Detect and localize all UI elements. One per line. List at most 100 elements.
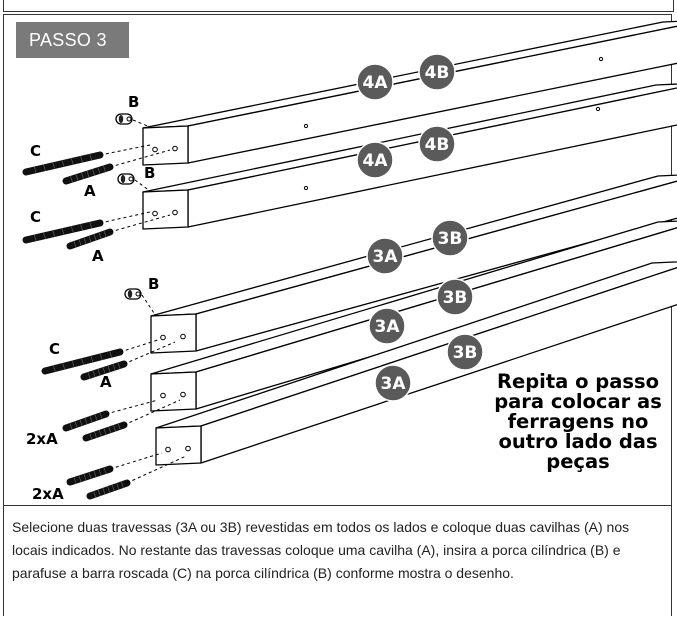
badge-circle [374, 364, 412, 402]
guide-line [105, 399, 159, 415]
dowel-hole [160, 392, 166, 399]
thread-mark [78, 239, 82, 246]
board-end-face [142, 125, 189, 166]
part-label-2xa: 2xA [32, 485, 64, 503]
badge-circle [368, 307, 406, 345]
badge-text: 3B [443, 288, 468, 308]
dowel-a [66, 228, 114, 250]
cylinder-nut [115, 113, 133, 125]
thread-mark [92, 169, 95, 176]
thread-mark [117, 362, 121, 369]
thread-mark [83, 473, 87, 481]
board-3a-1 [150, 174, 677, 354]
thread-mark [81, 358, 84, 365]
thread-mark [33, 234, 37, 242]
part-badge-3b: 3B [436, 278, 474, 316]
threaded-rod-c [22, 151, 104, 176]
thread-mark [80, 224, 83, 231]
nut-slot [118, 115, 124, 123]
thread-mark [113, 425, 116, 432]
thread-mark [107, 365, 111, 373]
thread-mark [102, 367, 106, 374]
thread-mark [89, 153, 93, 161]
thread-mark [97, 167, 101, 174]
part-badge-4b: 4B [418, 125, 456, 163]
guide-line [141, 294, 157, 317]
thread-mark [61, 228, 65, 235]
thread-mark [43, 232, 46, 239]
thread-mark [103, 165, 106, 172]
thread-mark [97, 368, 101, 376]
hardware-group [22, 113, 187, 500]
badge-text: 4A [363, 73, 389, 93]
step-description: Selecione duas travessas (3A ou 3B) reve… [12, 519, 630, 581]
thread-mark [98, 469, 102, 476]
cylinder-nut [124, 288, 142, 300]
top-hole [598, 56, 604, 62]
thread-mark [116, 483, 120, 490]
thread-mark [93, 470, 97, 478]
thread-mark [103, 428, 107, 435]
thread-mark [93, 234, 97, 241]
thread-mark [89, 433, 93, 440]
thread-mark [52, 162, 56, 169]
guide-line [109, 214, 171, 233]
repeat-note: Repita o passo para colocar as ferragens… [494, 370, 662, 473]
dowel-a [62, 410, 110, 432]
badge-text: 4B [425, 63, 450, 83]
part-badge-3a: 3A [368, 307, 406, 345]
badge-text: 3A [381, 374, 407, 394]
part-badge-4a: 4A [356, 63, 394, 101]
thread-mark [80, 156, 83, 163]
part-label-a: A [100, 373, 112, 391]
thread-mark [88, 472, 92, 479]
dowel-a [82, 421, 128, 442]
part-label-c: C [49, 340, 60, 358]
badge-text: 4B [425, 135, 450, 155]
thread-mark [99, 353, 103, 360]
top-hole [595, 106, 601, 112]
thread-mark [97, 489, 101, 496]
thread-mark [94, 431, 97, 438]
text-divider [3, 505, 672, 506]
dowel-hole [165, 446, 171, 453]
guide-line [123, 399, 181, 426]
dowel-hole [185, 445, 191, 452]
board-3a-3 [155, 261, 677, 466]
badge-circle [431, 219, 469, 257]
thread-mark [69, 423, 73, 430]
dowel-hole [180, 391, 186, 398]
thread-mark [62, 363, 66, 370]
dowel-hole [172, 145, 178, 152]
thread-mark [98, 232, 102, 239]
thread-mark [107, 486, 110, 493]
dowel-hole [172, 209, 178, 216]
thread-mark [90, 355, 94, 363]
guide-line [119, 339, 159, 353]
board-end-face [142, 189, 189, 230]
badge-text: 3A [375, 317, 401, 337]
thread-mark [88, 235, 92, 243]
thread-mark [89, 416, 93, 423]
thread-mark [99, 412, 103, 419]
thread-mark [112, 364, 116, 371]
guide-line [132, 119, 151, 128]
thread-mark [43, 164, 46, 171]
thread-mark [81, 172, 84, 179]
part-label-b: B [144, 164, 155, 182]
thread-mark [70, 158, 74, 165]
thread-mark [70, 226, 74, 233]
nut-hole [126, 116, 132, 122]
threaded-rod-c [22, 219, 104, 244]
part-badge-4b: 4B [418, 53, 456, 91]
badge-text: 3A [373, 247, 399, 267]
board-end-face [150, 371, 197, 412]
badge-text: 3B [453, 343, 478, 363]
guide-line [99, 144, 151, 156]
dowel-hole [160, 334, 166, 341]
badge-text: 4A [363, 151, 389, 171]
